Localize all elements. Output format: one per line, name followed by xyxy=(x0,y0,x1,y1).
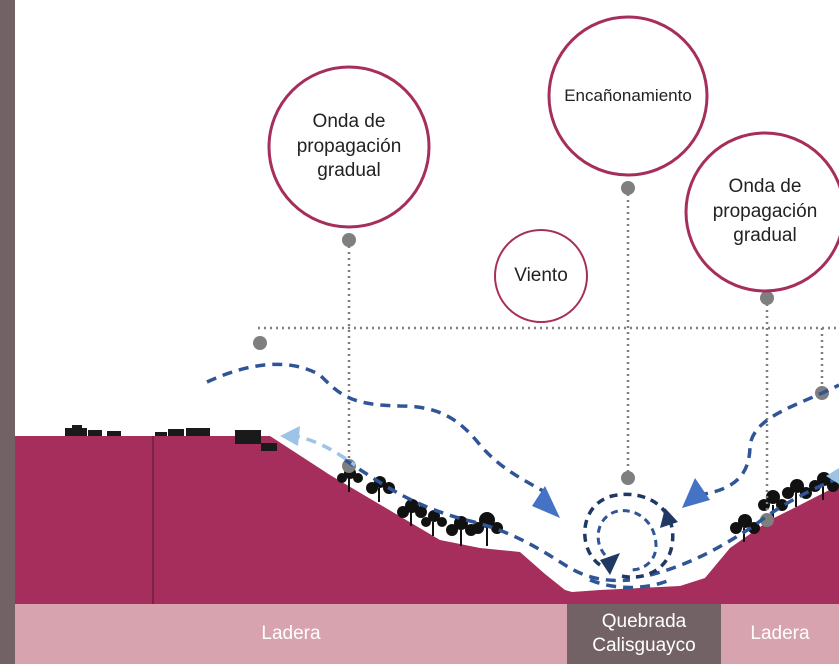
arrowheads xyxy=(280,426,839,575)
tree-icon xyxy=(446,516,477,546)
left-edge-bar xyxy=(0,0,15,664)
arrow-up-dark-icon xyxy=(660,508,678,528)
arrow-left-light-icon xyxy=(280,426,300,446)
band-label-ladera-left: Ladera xyxy=(261,623,321,645)
eddy-inner xyxy=(596,509,658,572)
marker-dots xyxy=(253,181,829,527)
marker-dot xyxy=(342,233,356,247)
tree-icon xyxy=(472,512,503,546)
callout-circle-viento xyxy=(494,229,588,323)
marker-dot xyxy=(253,336,267,350)
wind-path-upper xyxy=(206,362,546,494)
terrain-cross-section xyxy=(15,436,839,604)
callout-circle-onda-right xyxy=(684,131,839,293)
band-quebrada xyxy=(567,604,721,664)
tree-icon xyxy=(730,514,760,542)
marker-dot xyxy=(621,181,635,195)
tree-icon xyxy=(397,499,427,526)
callout-circle-encanonamiento xyxy=(547,15,709,177)
arrow-down-dark-icon xyxy=(600,553,620,575)
callout-circle-onda-left xyxy=(267,65,431,229)
band-label-ladera-right: Ladera xyxy=(750,623,810,645)
label-viento: Viento xyxy=(514,264,568,286)
arrow-right-light-icon xyxy=(826,468,839,484)
label-onda-right: Onda de propagación gradual xyxy=(712,175,818,247)
band-ladera-left xyxy=(15,604,567,664)
label-onda-left: Onda de propagación gradual xyxy=(296,110,402,182)
arrow-up-left-icon xyxy=(682,478,710,508)
label-encanonamiento: Encañonamiento xyxy=(564,85,692,105)
wind-path-right-slope xyxy=(649,476,839,577)
marker-dot xyxy=(621,471,635,485)
wind-path-right xyxy=(697,383,839,497)
arrow-down-right-icon xyxy=(532,486,560,518)
wind-path-bottom xyxy=(589,578,671,590)
wind-path-slope xyxy=(344,458,631,583)
marker-dot xyxy=(760,291,774,305)
band-ladera-right xyxy=(721,604,839,664)
tree-icon xyxy=(421,510,447,536)
buildings xyxy=(65,425,277,451)
band-label-quebrada: Quebrada Calisguayco xyxy=(592,611,696,656)
eddy-outer xyxy=(583,492,675,579)
